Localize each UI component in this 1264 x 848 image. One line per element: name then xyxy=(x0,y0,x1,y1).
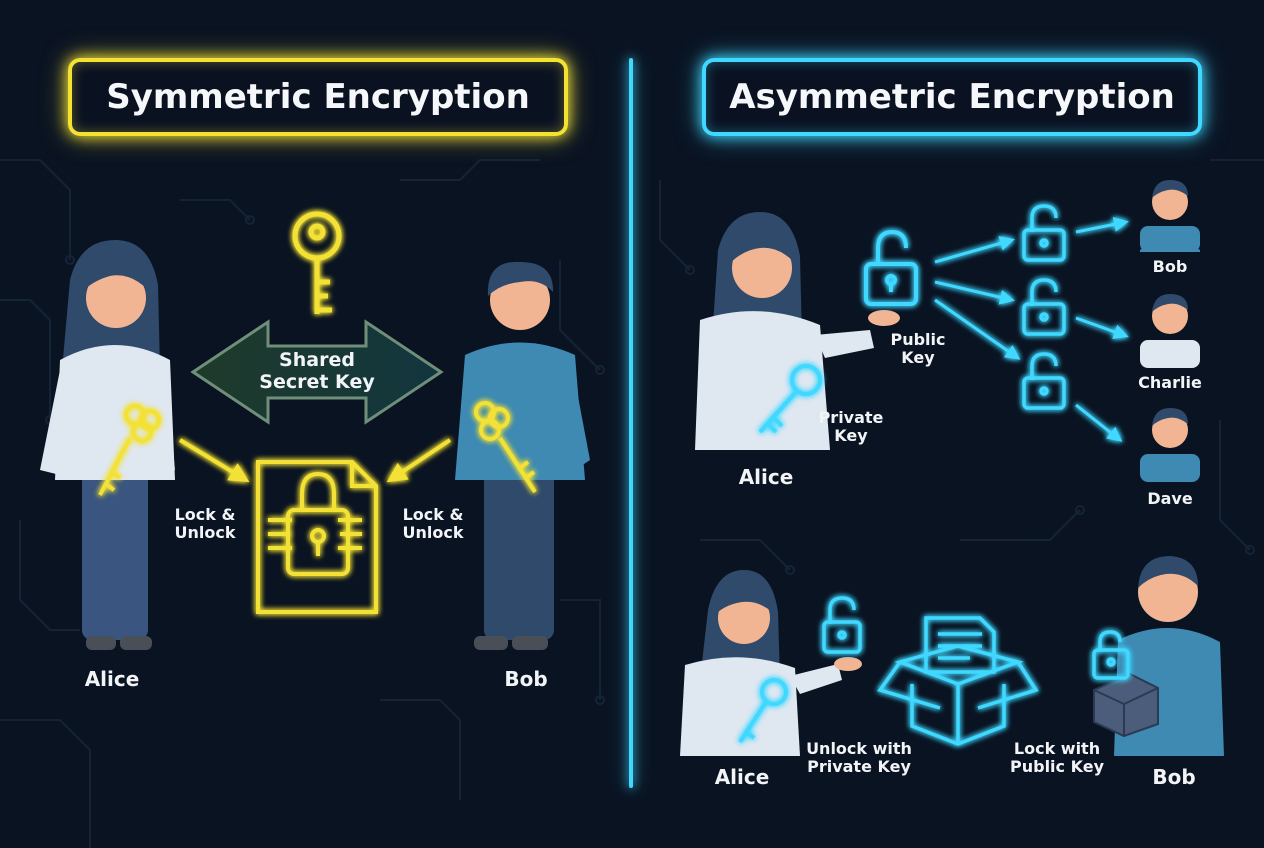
public-key-label: Public Key xyxy=(876,330,960,368)
asymmetric-title: Asymmetric Encryption xyxy=(702,58,1202,136)
public-key-line1: Public xyxy=(890,330,946,349)
symmetric-bob-label: Bob xyxy=(504,667,548,691)
key-icon xyxy=(758,364,822,434)
shared-key-label-line1: Shared xyxy=(279,349,355,371)
bottom-bob-label: Bob xyxy=(1152,765,1196,789)
padlock-icon xyxy=(286,471,350,576)
left-action-line2: Unlock xyxy=(174,523,236,543)
lock-line2: Public Key xyxy=(1010,757,1104,777)
person-icon xyxy=(695,212,900,450)
asym-alice-label: Alice xyxy=(738,465,794,489)
lock-arrows xyxy=(178,438,452,483)
lock-label: Lock with Public Key xyxy=(998,739,1116,777)
right-action-line2: Unlock xyxy=(402,523,464,543)
private-key-label: Private Key xyxy=(806,408,896,446)
shared-key-label: Shared Secret Key xyxy=(250,349,384,394)
person-icon xyxy=(1140,294,1200,368)
symmetric-title: Symmetric Encryption xyxy=(68,58,568,136)
open-padlock-icon xyxy=(1022,204,1066,262)
open-padlock-icon xyxy=(1022,278,1066,336)
unlock-line1: Unlock with xyxy=(806,739,912,758)
key-icon xyxy=(474,401,537,494)
private-key-line2: Key xyxy=(834,426,868,446)
key-icon xyxy=(738,678,788,744)
person-icon xyxy=(1093,556,1224,756)
lock-line1: Lock with xyxy=(1013,739,1101,758)
section-divider xyxy=(629,58,633,788)
person-icon xyxy=(40,240,175,650)
open-padlock-icon xyxy=(1092,630,1130,680)
person-icon xyxy=(1140,408,1200,482)
open-padlock-icon xyxy=(864,229,918,306)
open-padlock-icon xyxy=(1022,352,1066,410)
key-icon xyxy=(292,211,342,314)
left-action-line1: Lock & xyxy=(174,505,236,524)
person-icon xyxy=(1140,180,1200,252)
bottom-alice-label: Alice xyxy=(714,765,770,789)
double-arrow-icon xyxy=(190,319,444,425)
private-key-line1: Private xyxy=(818,408,884,427)
open-box-icon xyxy=(877,616,1039,746)
recipient-dave-label: Dave xyxy=(1147,489,1193,508)
right-action-line1: Lock & xyxy=(402,505,464,524)
open-padlock-icon xyxy=(822,596,862,654)
shared-key-label-line2: Secret Key xyxy=(259,370,375,393)
recipient-charlie-label: Charlie xyxy=(1138,373,1202,392)
left-action-label: Lock & Unlock xyxy=(160,505,250,543)
document-icon xyxy=(256,460,378,614)
unlock-line2: Private Key xyxy=(807,757,911,777)
distribution-arrows xyxy=(934,216,1129,442)
person-icon xyxy=(455,261,590,650)
key-icon xyxy=(98,404,161,496)
symmetric-alice-label: Alice xyxy=(84,667,140,691)
public-key-line2: Key xyxy=(901,348,935,368)
recipient-bob-label: Bob xyxy=(1152,257,1188,276)
circuit-background xyxy=(0,159,1264,848)
right-action-label: Lock & Unlock xyxy=(388,505,478,543)
unlock-label: Unlock with Private Key xyxy=(800,739,918,777)
